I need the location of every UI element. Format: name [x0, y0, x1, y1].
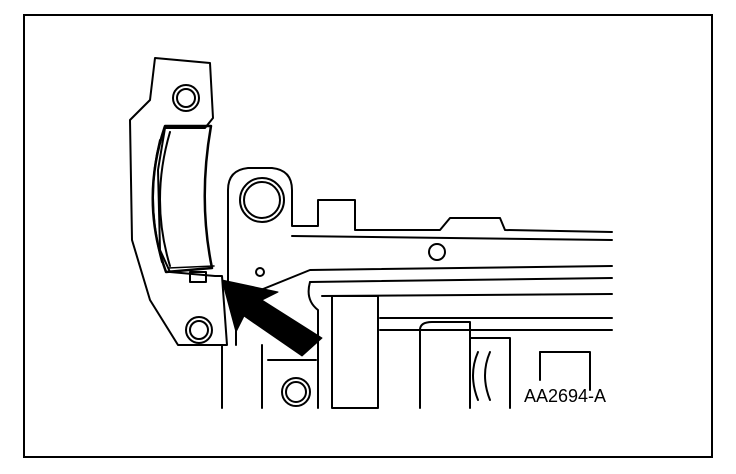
block-bolt-hole-bottom: [281, 377, 311, 407]
pointer-arrow: [221, 279, 323, 357]
bearing-shell: [151, 124, 215, 283]
block-rib: [331, 295, 379, 409]
cap-bolt-hole-top: [172, 84, 200, 112]
bearing-cap: [129, 57, 228, 346]
engine-block: [221, 167, 613, 409]
oil-passage: [428, 243, 446, 261]
cap-bolt-hole-bottom: [185, 316, 213, 344]
figure-code-label: AA2694-A: [524, 386, 607, 406]
block-bolt-hole-top: [239, 177, 285, 223]
bearing-tang: [189, 271, 207, 283]
